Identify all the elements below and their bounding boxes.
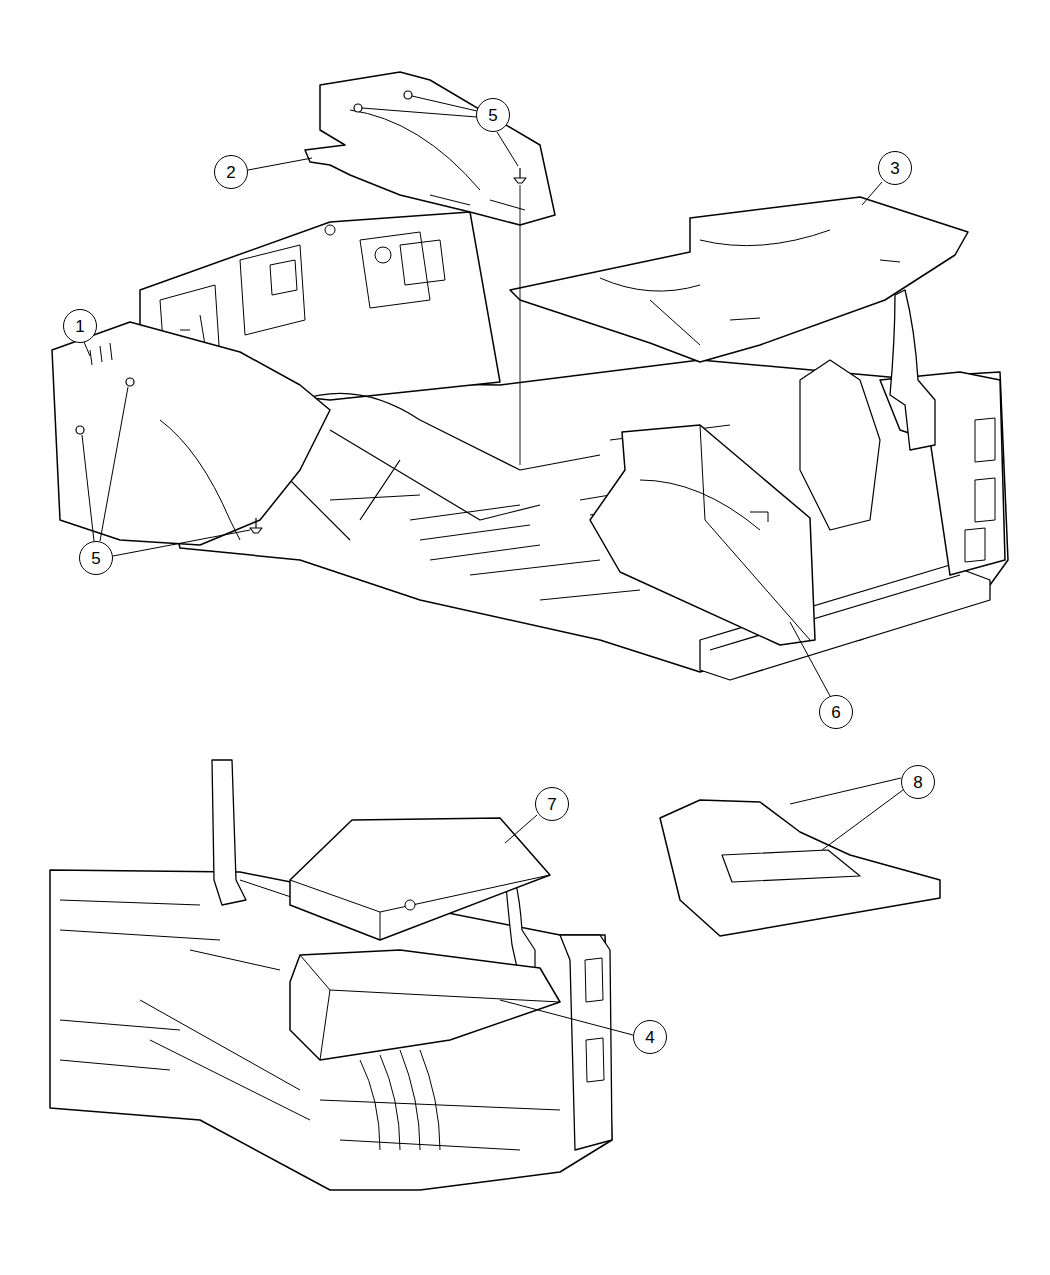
callout-number: 5 [79,541,113,575]
insulator-detail [90,343,240,540]
rear-pillar [506,880,535,972]
trim-part [590,425,815,645]
callout-text: 5 [91,550,100,567]
fastener [126,378,134,386]
callout-number: 7 [535,787,569,821]
rear-quarter [560,935,612,1150]
callout-number: 4 [633,1020,667,1054]
leader-line [862,182,882,205]
callout-number: 1 [63,309,97,343]
b-pillar [212,760,246,905]
callout-text: 8 [913,774,922,791]
load-floor-part [290,818,550,940]
carpet-part [510,197,968,362]
tail-light-cutouts [585,958,604,1082]
callout-number: 3 [878,151,912,185]
callout-text: 1 [75,318,84,335]
callout-text: 3 [890,160,899,177]
fastener [76,426,84,434]
callout-text: 2 [226,164,235,181]
callout-number: 5 [476,98,510,132]
fastener [404,91,412,99]
leader-line [790,778,903,850]
insulator-part [52,322,330,545]
leader-line [505,815,537,843]
leader-line [248,158,312,170]
rear-quarter [880,372,1005,575]
tail-light-cutouts [965,418,995,562]
trim-detail [640,425,810,640]
callout-text: 5 [488,107,497,124]
stud [514,168,526,183]
dash-insulator [305,72,555,225]
wheelhouse [800,360,880,530]
leader-line [500,1000,633,1035]
callout-text: 6 [831,704,840,721]
dash-hole [325,225,335,235]
load-floor-latch [405,900,415,910]
callout-number: 8 [901,765,935,799]
rear-pillar [890,290,935,450]
leader-line [82,387,250,556]
carpet-detail [300,955,560,1060]
stud [250,518,262,533]
callout-number: 2 [214,155,248,189]
leader-line [790,622,830,696]
callout-text: 4 [645,1029,654,1046]
callout-text: 7 [547,796,556,813]
floor-mat-pad [722,850,860,882]
dash-hole [375,247,391,263]
floor-ribs [60,880,560,1150]
callout-number: 6 [819,695,853,729]
floor-mat [660,800,940,936]
load-floor-detail [290,875,550,940]
leader-line [362,96,518,166]
stud-axis [520,185,521,465]
wheel-arch-ribs [360,1050,440,1150]
fastener [354,104,362,112]
carpet-detail [600,230,900,345]
leader-line [84,342,90,356]
